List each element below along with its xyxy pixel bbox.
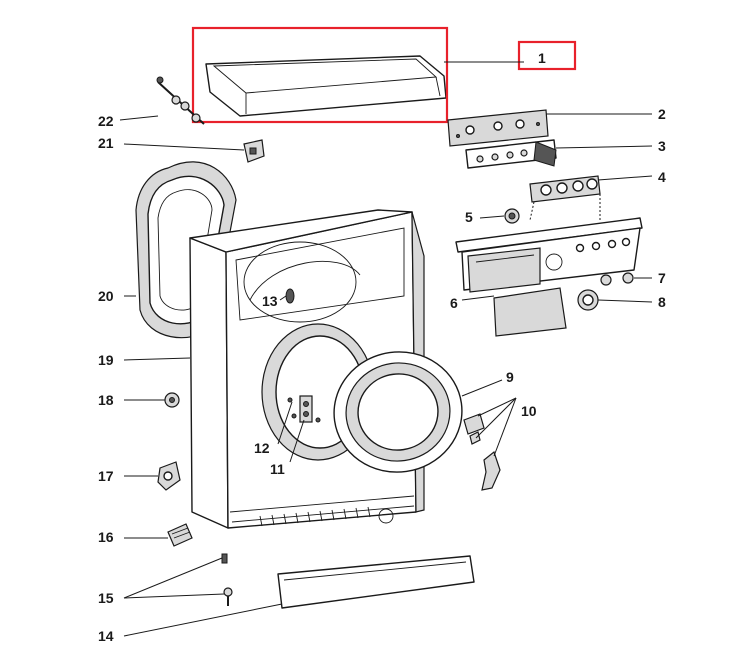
leader-lines: [119, 61, 653, 637]
part-16-connector[interactable]: [167, 523, 193, 547]
label-1: 1: [538, 50, 546, 66]
label-4: 4: [658, 169, 666, 185]
part-6-control-panel[interactable]: [455, 217, 643, 293]
part-7-button-caps[interactable]: [600, 272, 634, 286]
label-9: 9: [506, 369, 514, 385]
part-12-lock-screws[interactable]: [287, 397, 321, 423]
part-21-clip[interactable]: [243, 139, 265, 163]
label-2: 2: [658, 106, 666, 122]
part-11-door-lock[interactable]: [299, 395, 313, 423]
label-3: 3: [658, 138, 666, 154]
part-labels: 1 2 3 4 5 6 7 8 9 10 11 12 13 14 15 16 1…: [98, 50, 666, 644]
label-12: 12: [254, 440, 270, 456]
part-17-clamp[interactable]: [157, 461, 181, 491]
label-13: 13: [262, 293, 278, 309]
label-6: 6: [450, 295, 458, 311]
part-2-bracket[interactable]: [447, 109, 549, 147]
part-22-hinge-rod[interactable]: [156, 76, 205, 125]
label-18: 18: [98, 392, 114, 408]
label-11: 11: [270, 461, 285, 477]
label-19: 19: [98, 352, 114, 368]
part-6-drawer-front[interactable]: [493, 287, 567, 337]
label-10: 10: [521, 403, 537, 419]
label-14: 14: [98, 628, 114, 644]
label-16: 16: [98, 529, 114, 545]
part-14-kick-plate[interactable]: [277, 555, 475, 609]
part-15-screws[interactable]: [221, 553, 233, 606]
label-7: 7: [658, 270, 666, 286]
label-17: 17: [98, 468, 114, 484]
part-8-program-knob[interactable]: [577, 289, 599, 311]
label-20: 20: [98, 288, 114, 304]
part-4-buttons[interactable]: [529, 175, 601, 221]
label-5: 5: [465, 209, 473, 225]
part-1-top-lid[interactable]: [205, 55, 447, 117]
part-1-highlight-box: [191, 26, 449, 124]
part-9-door[interactable]: [326, 344, 469, 481]
label-1-highlight-box: [517, 40, 577, 71]
label-15: 15: [98, 590, 114, 606]
part-13-opening[interactable]: [285, 288, 295, 304]
label-22: 22: [98, 113, 114, 129]
part-10-hinge-parts[interactable]: [463, 413, 501, 491]
part-18-foot[interactable]: [164, 392, 180, 408]
label-8: 8: [658, 294, 666, 310]
part-3-electronic-board[interactable]: [465, 139, 557, 169]
label-21: 21: [98, 135, 114, 151]
part-5-knob[interactable]: [504, 208, 520, 224]
